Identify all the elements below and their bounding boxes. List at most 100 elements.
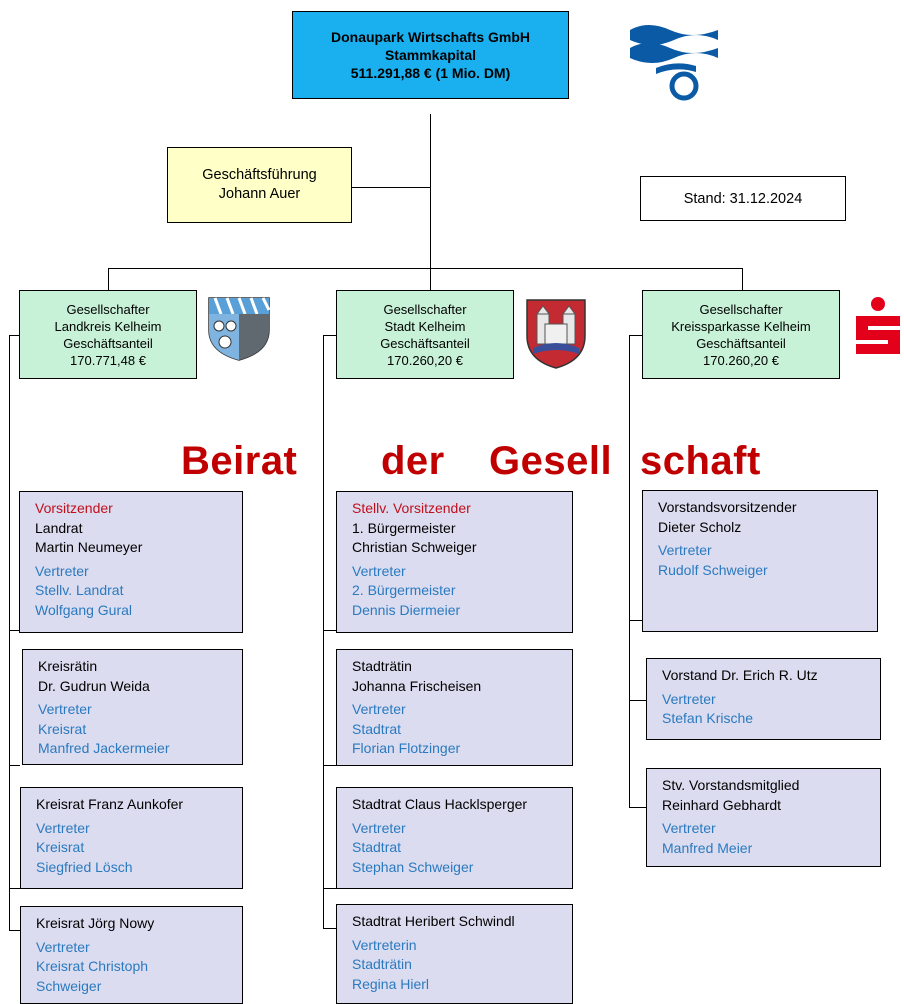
member-box: Stv. Vorstandsmitglied Reinhard Gebhardt… xyxy=(646,768,881,867)
stadt-coat-of-arms-icon xyxy=(526,299,586,369)
deputy-label: Vertreterin xyxy=(352,936,417,953)
deputy-label: Vertreter xyxy=(38,701,92,717)
deputy-label: Vertreter xyxy=(36,938,90,955)
deputy-title: Stadtrat xyxy=(352,839,402,855)
share-value: 170.260,20 € xyxy=(703,352,779,368)
company-name: Donaupark Wirtschafts GmbH xyxy=(330,29,530,45)
deputy-name: Regina Hierl xyxy=(352,975,430,992)
deputy-name: Manfred Meier xyxy=(662,839,753,856)
deputy-name: Stefan Krische xyxy=(662,710,754,726)
member-box: Vorstand Dr. Erich R. Utz Vertreter Stef… xyxy=(646,658,881,740)
connector xyxy=(352,187,430,188)
management-name: Johann Auer xyxy=(218,186,301,202)
member-title: Stv. Vorstandsmitglied xyxy=(662,777,800,793)
member-box: Kreisrätin Dr. Gudrun Weida Vertreter Kr… xyxy=(22,649,243,765)
member-box: Vorsitzender Landrat Martin Neumeyer Ver… xyxy=(19,491,243,633)
connector xyxy=(629,335,642,336)
title-word-gesell: Gesell xyxy=(489,439,613,483)
management-title: Geschäftsführung xyxy=(202,167,317,183)
share-label: Geschäftsanteil xyxy=(63,335,153,351)
connector xyxy=(323,765,336,766)
donaupark-logo xyxy=(630,25,718,101)
member-box: Stadtrat Claus Hacklsperger Vertreter St… xyxy=(336,787,573,889)
connector xyxy=(9,335,20,336)
deputy-title: Kreisrat Christoph xyxy=(36,958,149,974)
deputy-name: Wolfgang Gural xyxy=(35,601,133,618)
connector xyxy=(9,630,20,631)
member-name: Vorstand Dr. Erich R. Utz xyxy=(662,667,818,683)
deputy-name: Dennis Diermeier xyxy=(352,601,461,618)
connector xyxy=(323,335,336,336)
share-label: Geschäftsanteil xyxy=(380,335,470,351)
deputy-title: Kreisrat xyxy=(36,839,85,855)
deputy-label: Vertreter xyxy=(352,562,406,579)
member-role: Stellv. Vorsitzender xyxy=(352,500,471,516)
member-name: Kreisrat Jörg Nowy xyxy=(36,915,155,931)
member-name: Martin Neumeyer xyxy=(35,539,143,555)
deputy-name: Siegfried Lösch xyxy=(36,858,133,875)
member-title: Kreisrätin xyxy=(38,658,98,674)
company-box: Donaupark Wirtschafts GmbH Stammkapital … xyxy=(292,11,569,99)
share-value: 170.771,48 € xyxy=(70,352,146,368)
deputy-name: Rudolf Schweiger xyxy=(658,561,768,578)
member-box: Vorstandsvorsitzender Dieter Scholz Vert… xyxy=(642,490,878,632)
deputy-label: Vertreter xyxy=(36,819,90,836)
deputy-label: Vertreter xyxy=(662,690,716,707)
shareholder-label: Gesellschafter xyxy=(383,301,467,317)
deputy-label: Vertreter xyxy=(352,701,406,717)
member-name: Reinhard Gebhardt xyxy=(662,796,782,813)
member-box: Stadtrat Heribert Schwindl Vertreterin S… xyxy=(336,904,573,1004)
deputy-title: Stellv. Landrat xyxy=(35,582,124,598)
shareholder-landkreis: Gesellschafter Landkreis Kelheim Geschäf… xyxy=(19,290,197,379)
connector xyxy=(430,268,431,290)
member-box: Stellv. Vorsitzender 1. Bürgermeister Ch… xyxy=(336,491,573,633)
connector xyxy=(9,335,10,931)
shareholder-name: Kreissparkasse Kelheim xyxy=(671,318,811,334)
management-box: Geschäftsführung Johann Auer xyxy=(167,147,352,223)
member-name: Stadtrat Heribert Schwindl xyxy=(352,913,515,929)
member-title: 1. Bürgermeister xyxy=(352,519,456,536)
connector xyxy=(742,268,743,290)
member-name: Christian Schweiger xyxy=(352,539,477,555)
deputy-label: Vertreter xyxy=(35,562,89,579)
share-value: 170.260,20 € xyxy=(387,352,463,368)
capital-value: 511.291,88 € (1 Mio. DM) xyxy=(350,65,511,81)
shareholder-name: Stadt Kelheim xyxy=(384,318,466,334)
connector xyxy=(108,268,743,269)
stand-date: Stand: 31.12.2024 xyxy=(683,190,803,207)
member-title: Landrat xyxy=(35,519,83,536)
connector xyxy=(629,807,646,808)
title-word-der: der xyxy=(381,439,445,483)
deputy-label: Vertreter xyxy=(658,542,712,558)
connector xyxy=(323,888,336,889)
connector xyxy=(323,928,336,929)
connector xyxy=(108,268,109,290)
member-box: Kreisrat Jörg Nowy Vertreter Kreisrat Ch… xyxy=(20,906,243,1004)
member-name: Johanna Frischeisen xyxy=(352,677,482,694)
share-label: Geschäftsanteil xyxy=(696,335,786,351)
connector xyxy=(323,335,324,929)
shareholder-stadt: Gesellschafter Stadt Kelheim Geschäftsan… xyxy=(336,290,514,379)
deputy-label: Vertreter xyxy=(352,819,406,836)
member-title: Vorstandsvorsitzender xyxy=(658,499,797,515)
shareholder-name: Landkreis Kelheim xyxy=(54,318,162,334)
deputy-title: Stadträtin xyxy=(352,956,412,972)
deputy-title: 2. Bürgermeister xyxy=(352,582,456,598)
member-box: Kreisrat Franz Aunkofer Vertreter Kreisr… xyxy=(20,787,243,889)
member-name: Dr. Gudrun Weida xyxy=(38,677,150,694)
deputy-name: Manfred Jackermeier xyxy=(38,740,170,756)
member-name: Kreisrat Franz Aunkofer xyxy=(36,796,184,812)
member-name: Stadtrat Claus Hacklsperger xyxy=(352,796,528,812)
deputy-title: Kreisrat xyxy=(38,720,87,737)
connector xyxy=(323,630,336,631)
deputy-label: Vertreter xyxy=(662,820,716,836)
deputy-name: Florian Flotzinger xyxy=(352,740,461,756)
connector xyxy=(9,765,20,766)
deputy-name: Schweiger xyxy=(36,977,102,994)
connector xyxy=(9,930,20,931)
shareholder-sparkasse: Gesellschafter Kreissparkasse Kelheim Ge… xyxy=(642,290,840,379)
sparkasse-logo-icon xyxy=(856,297,900,354)
deputy-name: Stephan Schweiger xyxy=(352,858,474,875)
connector xyxy=(629,335,630,808)
shareholder-label: Gesellschafter xyxy=(66,301,150,317)
